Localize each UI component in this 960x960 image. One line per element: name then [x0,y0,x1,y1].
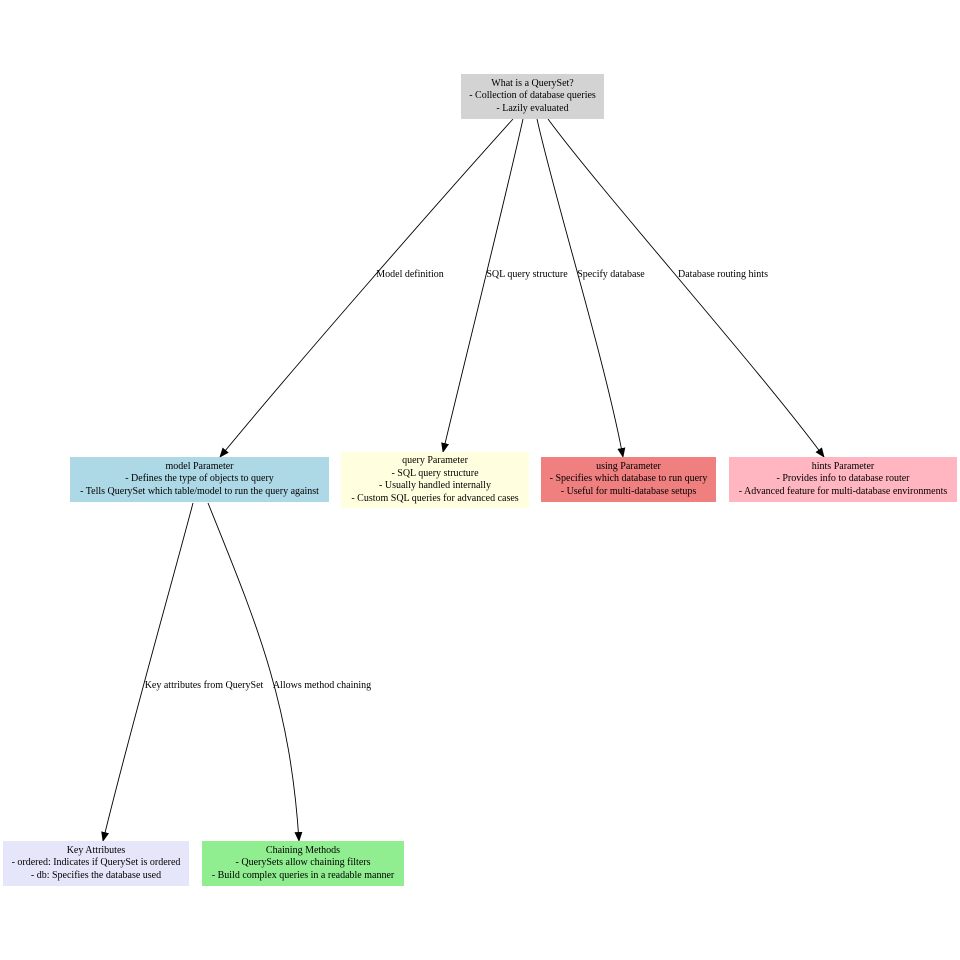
node-query: query Parameter - SQL query structure - … [341,452,529,508]
edge-root-to-using [536,118,626,458]
node-line: - Tells QuerySet which table/model to ru… [80,485,319,497]
edge-root-to-query [441,118,524,453]
node-line: - Lazily evaluated [496,102,569,114]
node-line: - ordered: Indicates if QuerySet is orde… [11,857,181,869]
node-line: - Build complex queries in a readable ma… [211,869,395,881]
node-line: - Custom SQL queries for advanced cases [351,492,519,504]
edge-model-to-chaining [207,502,303,842]
edge-root-to-model [219,118,514,458]
edge-root-to-hints [547,118,825,458]
node-title: using Parameter [596,460,661,472]
edge-label-model-definition: Model definition [376,269,444,280]
edge-label-routing-hints: Database routing hints [678,269,768,280]
node-using: using Parameter - Specifies which databa… [541,457,716,502]
node-line: - Useful for multi-database setups [560,485,697,497]
node-title: hints Parameter [811,460,875,472]
node-line: - Advanced feature for multi-database en… [738,485,948,497]
node-chaining: Chaining Methods - QuerySets allow chain… [202,841,404,886]
node-line: - Usually handled internally [379,480,491,491]
edge-label-sql-structure: SQL query structure [486,269,568,280]
node-line: - QuerySets allow chaining filters [235,857,371,869]
node-line: - db: Specifies the database used [30,869,162,881]
node-title: Key Attributes [66,844,126,856]
node-queryset: What is a QuerySet? - Collection of data… [461,74,604,119]
node-hints: hints Parameter - Provides info to datab… [729,457,957,502]
node-line: - Collection of database queries [469,90,596,102]
node-title: query Parameter [402,455,468,466]
edge-label-method-chaining: Allows method chaining [273,680,371,691]
node-title: What is a QuerySet? [491,77,574,89]
node-attributes: Key Attributes - ordered: Indicates if Q… [3,841,189,886]
node-model: model Parameter - Defines the type of ob… [70,457,329,502]
node-line: - Provides info to database router [776,473,910,485]
node-title: Chaining Methods [265,844,341,856]
edge-model-to-attributes [101,502,194,842]
node-title: model Parameter [165,460,234,472]
edge-label-specify-database: Specify database [577,269,645,280]
edge-label-key-attributes: Key attributes from QuerySet [145,680,264,691]
node-line: - Specifies which database to run query [549,473,708,485]
node-line: - Defines the type of objects to query [125,473,274,485]
node-line: - SQL query structure [391,467,479,479]
